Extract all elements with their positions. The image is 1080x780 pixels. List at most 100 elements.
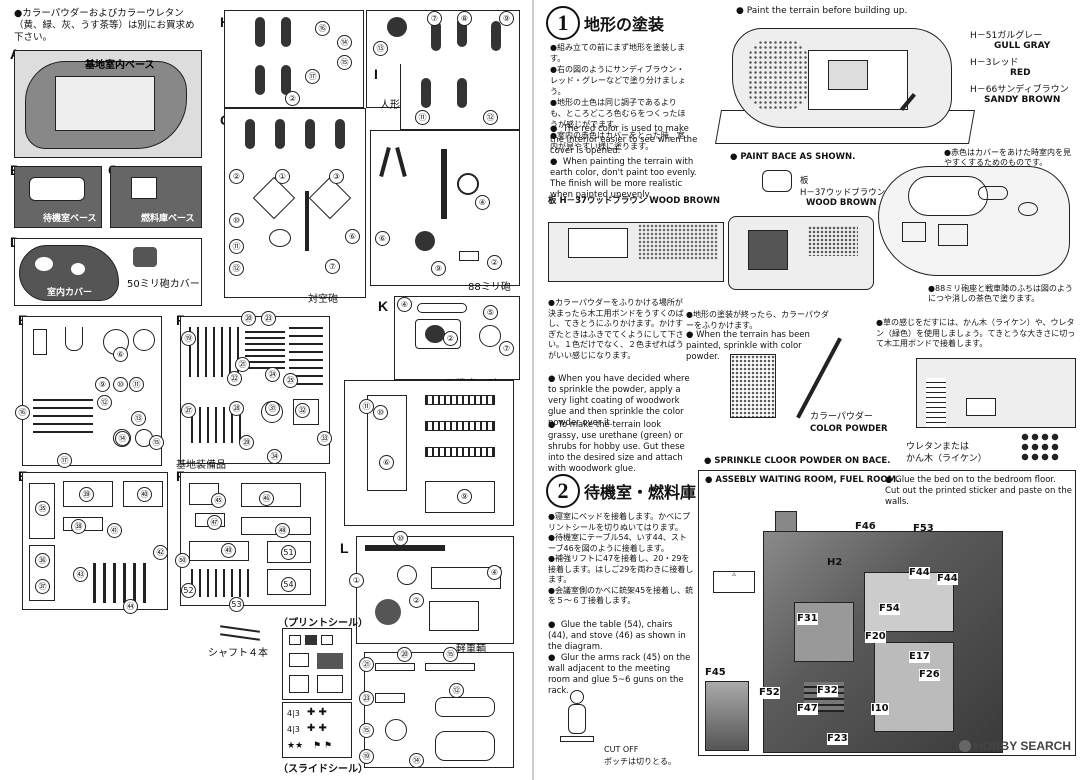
wood-brown-label-2-jp: 板 H－37ウッドブラウン bbox=[800, 176, 886, 198]
callout-f45: F45 bbox=[705, 667, 726, 678]
sprue-h: ⑯ ⑭ ⑮ ⑰ ② bbox=[224, 10, 364, 108]
figure-sprue-icon bbox=[560, 690, 596, 750]
sprue-l: ⑩ ① ④ ② bbox=[349, 531, 514, 644]
grass-jp: ●草の感じをだすには、かん木（ライケン）や、ウレタン（緑色）を使用しましょう。て… bbox=[876, 318, 1076, 348]
sprinkle-label: ● SPRINKLE CLOOR POWDER ON BACE. bbox=[704, 456, 891, 466]
sprue-e1: ⑥ ⑨ ⑩ ⑪ ⑫ ⑯ ⑬ ⑭ ⑮ ⑰ bbox=[15, 316, 164, 468]
wall-diagram bbox=[916, 358, 1076, 438]
color-powder-jp: カラーパウダー bbox=[810, 412, 873, 422]
shaft-label: シャフト４本 bbox=[208, 648, 268, 659]
gun-base-diagram bbox=[548, 212, 724, 292]
after-paint-en: ● When the terrain has been painted, spr… bbox=[686, 330, 810, 362]
aa-gun-label: 対空砲 bbox=[308, 294, 338, 305]
cut-off-note: CUT OFF ポッチは切りとる。 bbox=[604, 745, 676, 766]
step-1-title: 地形の塗装 bbox=[584, 15, 665, 34]
base-c-label: 燃料庫ベース bbox=[141, 214, 195, 224]
sprue-m bbox=[200, 614, 272, 664]
color-note: ●カラーパウダーおよびカラーウレタン（黄、緑、灰、うす茶等）は別にお買求め下さい… bbox=[14, 8, 195, 43]
callout-i10: I10 bbox=[871, 703, 889, 715]
powder-en: ● When you have decided where to sprinkl… bbox=[548, 374, 690, 428]
after-paint-jp: ●地形の塗装が終ったら、カラーパウダーをふりかけます。 bbox=[686, 310, 829, 330]
step-2-number: 2 bbox=[546, 474, 580, 508]
step-2-text-jp: ●寝室にベッドを接着します。かべにプリントシールを切りぬいてはります。 ●待機室… bbox=[548, 512, 694, 605]
section-letter-l: L bbox=[340, 540, 349, 556]
hobby-search-logo-icon bbox=[958, 740, 971, 752]
slide-seal-sheet: 4|3 ✚ ✚ 4|3 ✚ ✚ ★★ ⚑ ⚑ bbox=[282, 702, 352, 758]
callout-h2: H2 bbox=[827, 557, 843, 568]
base-b-label: 待機室ベース bbox=[43, 214, 97, 224]
step-2-header: 2 待機室・燃料庫 bbox=[546, 474, 696, 508]
sprue-f1: ⑳ ㉓ ⑲ ㉑ ㉒ ㉔ ㉕ ㉗ ㉘ ㉛ ㉜ ㉝ ㉙ ㉞ bbox=[180, 311, 332, 464]
callout-f23: F23 bbox=[827, 733, 848, 745]
base-a-label: 基地室内ベース bbox=[85, 60, 155, 71]
sprue-k: ④ ⑤ ⑦ ② bbox=[394, 296, 520, 380]
step-2-title: 待機室・燃料庫 bbox=[584, 483, 697, 502]
callout-f47: F47 bbox=[797, 703, 818, 715]
powder-jp: ●カラーパウダーをふりかける場所が決まったら木工用ボンドをうすくのばし、てきとう… bbox=[548, 298, 684, 360]
assembly-box: ● ASSEBLY WAITING ROOM, FUEL ROOM. ● Glu… bbox=[698, 470, 1076, 756]
tank-base-diagram bbox=[728, 206, 874, 296]
sticker-explosive: ⚠ bbox=[713, 571, 755, 593]
callout-f20: F20 bbox=[865, 631, 886, 643]
terrain-diagram bbox=[715, 20, 975, 144]
color-powder-en: COLOR POWDER bbox=[810, 424, 888, 434]
bed-note: ● Glue the bed on to the bedroom floor. … bbox=[885, 475, 1072, 507]
page-divider bbox=[532, 0, 534, 780]
hobby-search-watermark: HOBBY SEARCH bbox=[958, 739, 1071, 753]
assembly-title: ● ASSEBLY WAITING ROOM, FUEL ROOM. bbox=[705, 475, 900, 485]
print-seal-sheet bbox=[282, 628, 352, 700]
sprue-a: 基地室内ベース bbox=[14, 50, 202, 158]
section-letter-i: I bbox=[374, 66, 378, 82]
section-letter-k: K bbox=[378, 298, 389, 314]
base-88-diagram bbox=[878, 166, 1070, 296]
sprue-e2: ㉟ ㊴ ㊵ ㊳ ㊶ ㊱ ㊷ ㊸ ㊲ ㊹ bbox=[22, 472, 168, 614]
sprue-f2: ㊺ ㊻ ㊼ ㊽ ㊾ ㊿ 51 52 54 53 bbox=[175, 472, 326, 612]
base-a-interior bbox=[55, 76, 155, 131]
grass-en: ● To make the terrain look grassy, use u… bbox=[548, 420, 685, 474]
figures-label: 人形 bbox=[380, 100, 400, 111]
left-page: ●カラーパウダーおよびカラーウレタン（黄、緑、灰、うす茶等）は別にお買求め下さい… bbox=[10, 8, 520, 775]
light-vehicle-label: 軽車輌 bbox=[456, 644, 486, 655]
right-page: 1 地形の塗装 ●組み立ての前にまず地形を塗装します。 ●右の図のようにサンディ… bbox=[540, 0, 1080, 780]
sprue-j: ④ ⑥ ⑨ ② bbox=[370, 130, 520, 286]
color-legend: H－51ガルグレー GULL GRAY H－3レッド RED H－66サンディブ… bbox=[970, 28, 1080, 105]
paint-jar bbox=[730, 354, 776, 418]
callout-f46: F46 bbox=[855, 521, 876, 532]
callout-f53: F53 bbox=[913, 523, 934, 534]
step-1-intro-jp: ●組み立ての前にまず地形を塗装します。 ●右の図のようにサンディブラウン・レッド… bbox=[550, 43, 686, 151]
step-1-intro-en: ● The red color is used to make the inte… bbox=[550, 124, 698, 200]
paint-base-label: ● PAINT BACE AS SHOWN. bbox=[730, 152, 856, 162]
step-2-text-en: ● Glue the table (54), chairs (44), and … bbox=[548, 620, 691, 696]
callout-e17: E17 bbox=[909, 651, 930, 663]
callout-f44-a: F44 bbox=[909, 567, 930, 579]
callout-f54: F54 bbox=[879, 603, 900, 615]
slide-seal-label: （スライドシール） bbox=[278, 764, 368, 775]
red-note: ●赤色はカバーをあけた時室内を見やすくするためのものです。 bbox=[944, 148, 1071, 167]
sprue-b: 待機室ベース bbox=[14, 166, 102, 228]
sprue-l2: ㉑ ⑳ ⑮ ㉓ ⑫ ⑮ ⑲ ⑭ bbox=[359, 647, 514, 768]
88mm-label: 88ミリ砲 bbox=[468, 282, 511, 293]
urethane-label: ウレタンまたは かん木（ライケン） bbox=[906, 442, 987, 464]
watermark-text: HOBBY SEARCH bbox=[973, 739, 1071, 753]
gun-cover-label: 50ミリ砲カバー bbox=[127, 279, 200, 290]
base-equipment-label: 基地装備品 bbox=[176, 460, 226, 471]
callout-f52: F52 bbox=[759, 687, 780, 699]
color-h66-en: SANDY BROWN bbox=[984, 95, 1061, 105]
sprue-i-bottom: ⑪ ⑫ bbox=[400, 64, 520, 130]
sprue-g: ② ① ③ ⑩ ⑪ ⑫ ⑦ ⑥ bbox=[224, 108, 366, 298]
paint-before: ● Paint the terrain before building up. bbox=[736, 6, 908, 16]
color-h66-code: H－66サンディブラウン bbox=[970, 85, 1069, 95]
sprue-d: 室内カバー 50ミリ砲カバー bbox=[14, 238, 202, 306]
callout-f31: F31 bbox=[797, 613, 818, 625]
base-note: ●88ミリ砲座と戦車陣のふちは図のようにつや消しの茶色で塗ります。 bbox=[928, 284, 1073, 303]
assembly-photo-inset bbox=[705, 681, 749, 751]
small-base-piece bbox=[762, 170, 792, 192]
print-seal-label: （プリントシール） bbox=[278, 618, 368, 629]
color-h3-en: RED bbox=[1010, 68, 1031, 78]
wood-brown-label: 板 H－37ウッドブラウン WOOD BROWN bbox=[548, 196, 720, 206]
lichen-icon bbox=[1020, 432, 1060, 462]
callout-f32: F32 bbox=[817, 685, 838, 697]
step-1-number: 1 bbox=[546, 6, 580, 40]
sprue-c: 燃料庫ベース bbox=[110, 166, 202, 228]
color-h51-code: H－51ガルグレー bbox=[970, 31, 1043, 41]
